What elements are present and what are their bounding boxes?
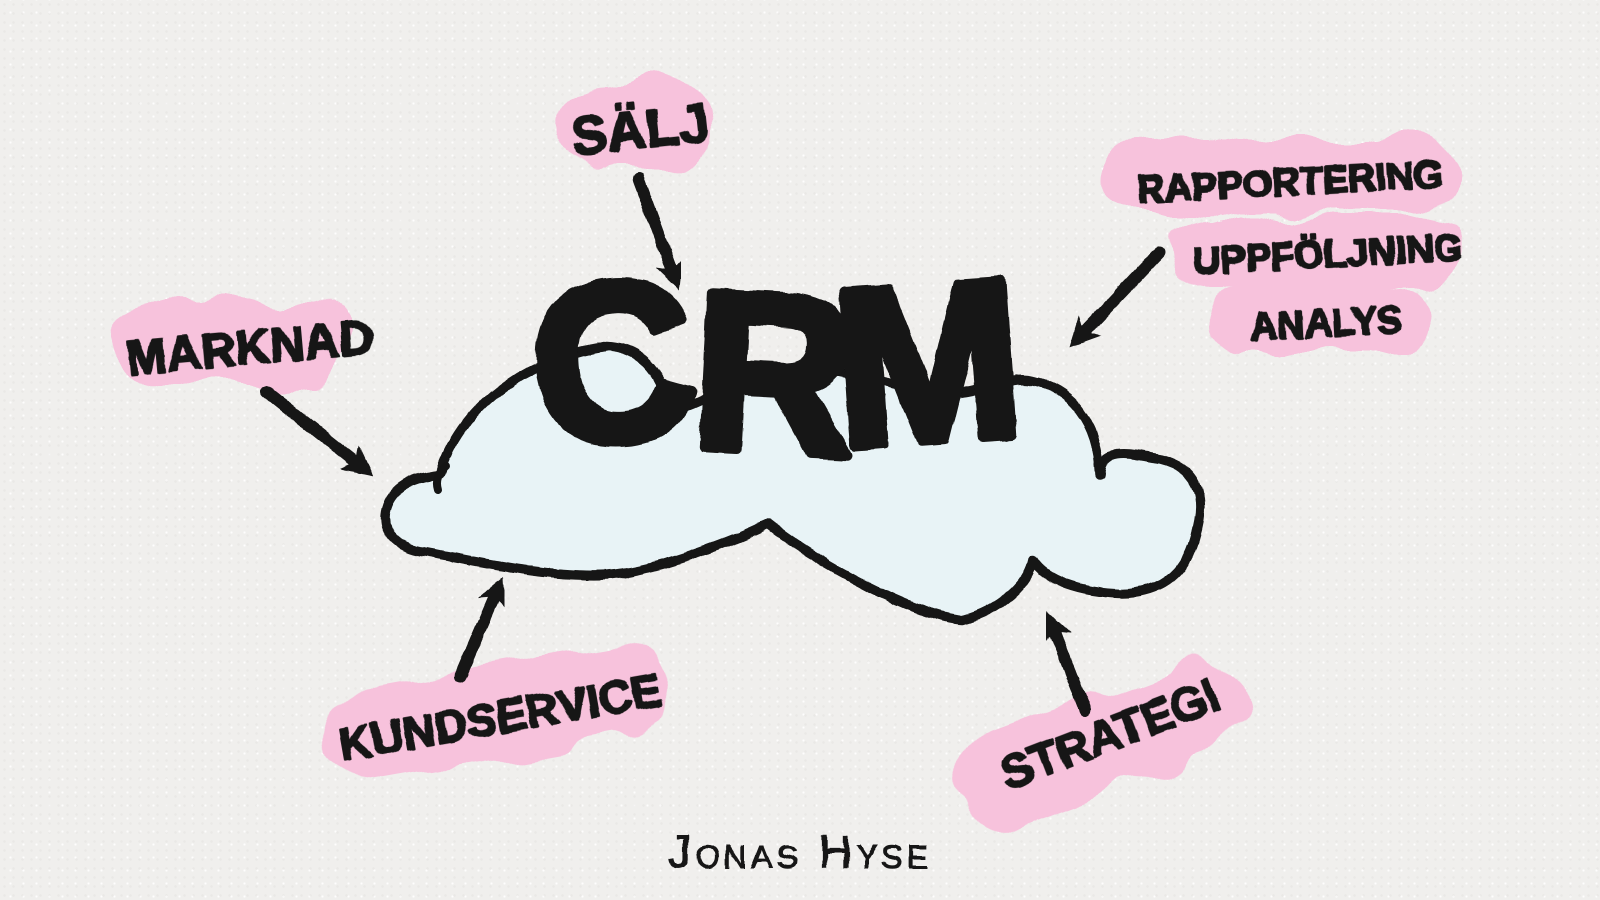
highlight-strategi (956, 657, 1250, 827)
arrow-strategi-to-crm (1043, 610, 1091, 716)
arrow-rapportering-to-crm (1069, 246, 1166, 348)
signature: Jonas Hyse (668, 826, 932, 878)
arrow-marknad-to-crm (261, 386, 373, 476)
highlight-analys (1200, 290, 1430, 356)
connector-arrows (261, 172, 1166, 716)
highlight-rapportering (1100, 140, 1452, 214)
highlight-kundservice (321, 642, 671, 782)
cloud-shape (380, 341, 1206, 625)
highlight-salj (558, 82, 713, 172)
arrow-kundservice-to-crm (454, 575, 506, 683)
crm-title: CRM (521, 230, 1018, 503)
cloud-seam-stroke (433, 462, 450, 494)
arrow-salj-to-crm (632, 172, 684, 291)
highlight-marknad (115, 302, 351, 386)
label-analys: ANALYS (1249, 299, 1404, 349)
label-rapportering: RAPPORTERING (1136, 154, 1444, 212)
highlight-blobs (115, 82, 1454, 827)
highlight-uppfoljning (1170, 218, 1454, 290)
